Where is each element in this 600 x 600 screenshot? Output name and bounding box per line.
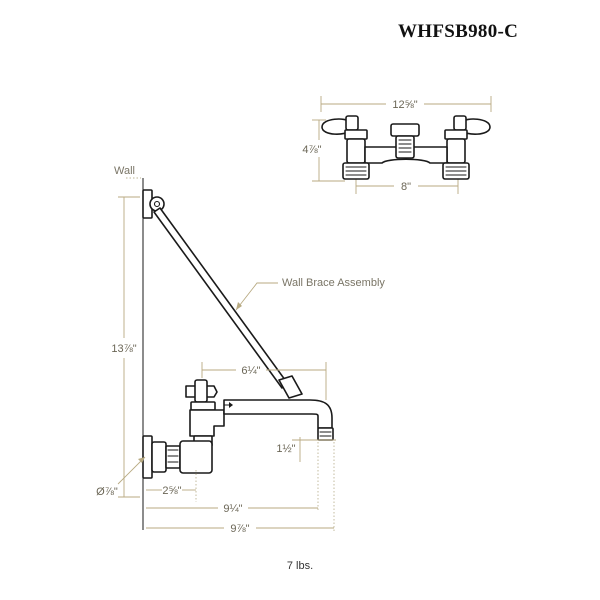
front-view: 12⅝" 4⅞" 8" bbox=[302, 96, 492, 194]
dim-overall-projection: 9⅞" bbox=[230, 523, 249, 535]
weight-label: 7 lbs. bbox=[286, 560, 314, 572]
wall-label: Wall bbox=[114, 165, 135, 177]
dim-inlet-diameter: Ø⅞" bbox=[96, 486, 118, 498]
dim-overall-height: 13⅞" bbox=[111, 343, 136, 355]
dim-top-center: 8" bbox=[401, 181, 411, 193]
dim-spout-drop: 1½" bbox=[276, 443, 295, 455]
wall-brace-label: Wall Brace Assembly bbox=[282, 277, 385, 289]
dim-top-width: 12⅝" bbox=[392, 99, 417, 111]
dim-projection-spout: 9¼" bbox=[223, 503, 242, 515]
dim-spout-reach: 6¼" bbox=[241, 365, 260, 377]
side-view: Wall 13⅞" Wall Brace Assembly 6¼" bbox=[96, 165, 385, 535]
dim-top-height: 4⅞" bbox=[302, 144, 321, 156]
dim-inlet-offset: 2⅝" bbox=[162, 485, 181, 497]
model-number: WHFSB980-C bbox=[398, 21, 519, 42]
